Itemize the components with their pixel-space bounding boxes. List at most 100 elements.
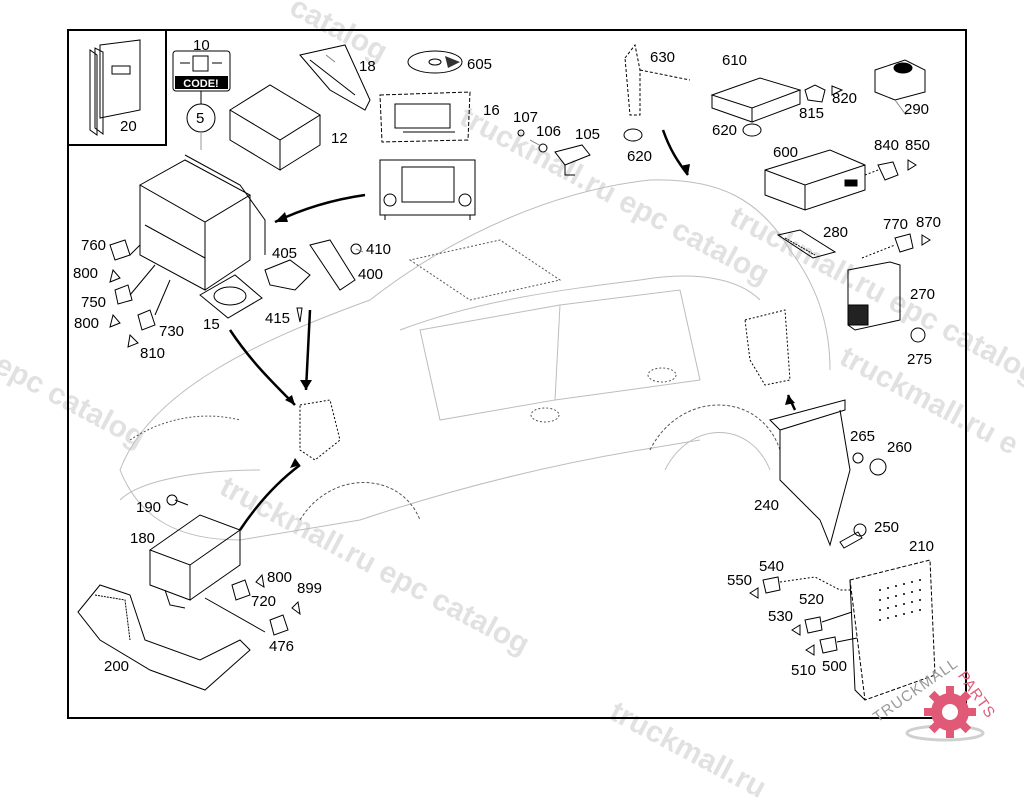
callout-10[interactable]: 10 [193, 37, 210, 54]
control-unit-icon [229, 84, 321, 171]
car-outline [119, 179, 831, 541]
connector-770-870-icon [861, 233, 931, 259]
connector-815-820-icon [804, 84, 844, 103]
radio-navigation-unit-icon [379, 159, 476, 220]
bolt-190-icon [166, 494, 189, 506]
callout-400[interactable]: 400 [358, 266, 384, 283]
rear-bracket-240-icon [744, 309, 851, 547]
hard-drive-15-icon [199, 274, 263, 319]
callout-405[interactable]: 405 [272, 245, 298, 262]
callout-270[interactable]: 270 [910, 286, 936, 303]
clip-410-415-icon [296, 243, 362, 323]
callout-840[interactable]: 840 [874, 137, 900, 154]
manual-inset-box [67, 29, 167, 146]
callout-820[interactable]: 820 [832, 90, 858, 107]
speaker-290-icon [874, 59, 926, 101]
callout-750[interactable]: 750 [81, 294, 107, 311]
callout-415[interactable]: 415 [265, 310, 291, 327]
callout-510[interactable]: 510 [791, 662, 817, 679]
callout-105[interactable]: 105 [575, 126, 601, 143]
callout-550[interactable]: 550 [727, 572, 753, 589]
grommet-620-icon [623, 123, 762, 142]
callout-730[interactable]: 730 [159, 323, 185, 340]
amplifier-box-icon [138, 154, 266, 291]
connectors-210-icon [749, 576, 858, 656]
bolt-250-icon [839, 523, 867, 549]
callout-250[interactable]: 250 [874, 519, 900, 536]
callout-850[interactable]: 850 [905, 137, 931, 154]
mount-bracket-icon [299, 399, 341, 461]
arrow-from-180 [238, 464, 301, 531]
code-badge-icon: CODE! [172, 50, 231, 150]
callout-800-c[interactable]: 800 [267, 569, 293, 586]
callout-500[interactable]: 500 [822, 658, 848, 675]
callout-210[interactable]: 210 [909, 538, 935, 555]
arrow-down-mid [304, 309, 312, 391]
callout-770[interactable]: 770 [883, 216, 909, 233]
small-parts-105-107-icon [517, 129, 591, 176]
unit-180-icon [148, 514, 242, 609]
callout-870[interactable]: 870 [916, 214, 942, 231]
vent-holes [879, 579, 921, 621]
diagram-drawing: CODE! [77, 39, 936, 701]
callout-260[interactable]: 260 [887, 439, 913, 456]
module-610-icon [710, 77, 802, 123]
callout-899[interactable]: 899 [297, 580, 323, 597]
antenna-630-icon [624, 43, 691, 116]
callout-620[interactable]: 620 [627, 148, 653, 165]
callout-15[interactable]: 15 [203, 316, 220, 333]
gear-logo-icon [905, 686, 985, 742]
callout-16[interactable]: 16 [483, 102, 500, 119]
remote-280-icon [776, 229, 837, 259]
callout-800-a[interactable]: 800 [73, 265, 99, 282]
callout-630[interactable]: 630 [650, 49, 676, 66]
callout-620-b[interactable]: 620 [712, 122, 738, 139]
callout-275[interactable]: 275 [907, 351, 933, 368]
connectors-476-720-icon [204, 573, 301, 636]
callout-810[interactable]: 810 [140, 345, 166, 362]
cd-disc-icon [407, 50, 463, 74]
callout-760[interactable]: 760 [81, 237, 107, 254]
callout-190[interactable]: 190 [136, 499, 162, 516]
callout-20[interactable]: 20 [120, 118, 137, 135]
callout-720[interactable]: 720 [251, 593, 277, 610]
callout-530[interactable]: 530 [768, 608, 794, 625]
leader-lines [325, 54, 907, 253]
callout-815[interactable]: 815 [799, 105, 825, 122]
callout-290[interactable]: 290 [904, 101, 930, 118]
callout-18[interactable]: 18 [359, 58, 376, 75]
code-badge-text: CODE! [183, 78, 218, 90]
connectors-left-icon [109, 239, 171, 348]
bracket-405-icon [264, 259, 311, 291]
arrow-to-mount [228, 329, 296, 406]
bracket-200-icon [77, 584, 251, 691]
callout-265[interactable]: 265 [850, 428, 876, 445]
callout-520[interactable]: 520 [799, 591, 825, 608]
manual-book-icon [89, 39, 141, 136]
callout-605[interactable]: 605 [467, 56, 493, 73]
callout-240[interactable]: 240 [754, 497, 780, 514]
callout-12[interactable]: 12 [331, 130, 348, 147]
nut-265-260-icon [852, 452, 887, 476]
display-bezel-icon [379, 91, 471, 143]
callout-800-b[interactable]: 800 [74, 315, 100, 332]
callout-540[interactable]: 540 [759, 558, 785, 575]
cd-changer-600-icon [764, 149, 866, 211]
callout-107[interactable]: 107 [513, 109, 539, 126]
callout-200[interactable]: 200 [104, 658, 130, 675]
callout-106[interactable]: 106 [536, 123, 562, 140]
nut-275-icon [910, 327, 926, 343]
diagram-frame [67, 29, 967, 719]
callout-476[interactable]: 476 [269, 638, 295, 655]
callout-600[interactable]: 600 [773, 144, 799, 161]
callout-280[interactable]: 280 [823, 224, 849, 241]
module-400-icon [309, 239, 356, 291]
bracket-18-icon [299, 44, 371, 111]
callout-410[interactable]: 410 [366, 241, 392, 258]
connector-840-850-icon [864, 159, 917, 181]
module-270-icon [847, 261, 901, 331]
callout-5[interactable]: 5 [196, 110, 205, 127]
callout-610[interactable]: 610 [722, 52, 748, 69]
callout-180[interactable]: 180 [130, 530, 156, 547]
